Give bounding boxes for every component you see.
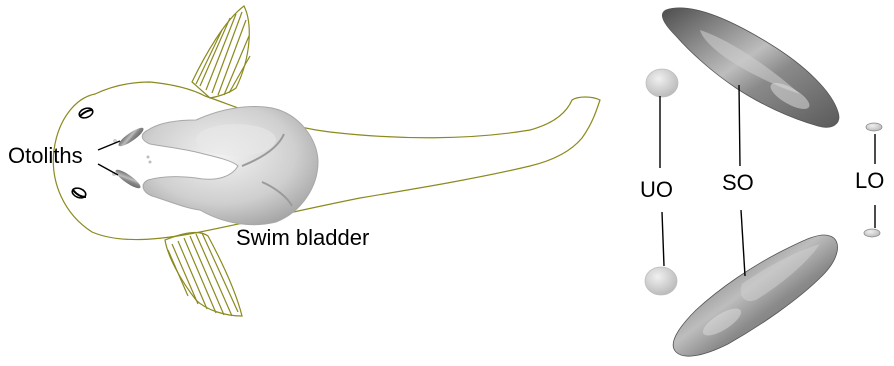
fish-body-outline	[53, 82, 600, 240]
swim-bladder	[142, 107, 318, 225]
upper-lagenar-otolith	[866, 123, 882, 131]
lower-eye	[71, 186, 87, 199]
lower-pectoral-fin	[165, 233, 242, 316]
uo-label: UO	[640, 177, 673, 202]
fish-diagram: Otoliths Swim bladder	[8, 6, 600, 316]
lower-lagenar-otolith	[864, 229, 880, 237]
upper-sagitta-otolith	[662, 8, 839, 127]
swim-bladder-label: Swim bladder	[236, 225, 369, 250]
upper-eye	[78, 106, 94, 119]
otolith-leader-lines	[660, 85, 875, 276]
lower-sagitta-otolith	[673, 235, 837, 356]
lo-label: LO	[855, 168, 884, 193]
otolith-detail-panel: UO SO LO	[640, 8, 884, 356]
otoliths-label: Otoliths	[8, 143, 83, 168]
so-label: SO	[722, 170, 754, 195]
lower-utricular-otolith	[645, 267, 677, 295]
upper-utricular-otolith	[646, 69, 678, 97]
upper-pectoral-fin	[192, 6, 250, 98]
